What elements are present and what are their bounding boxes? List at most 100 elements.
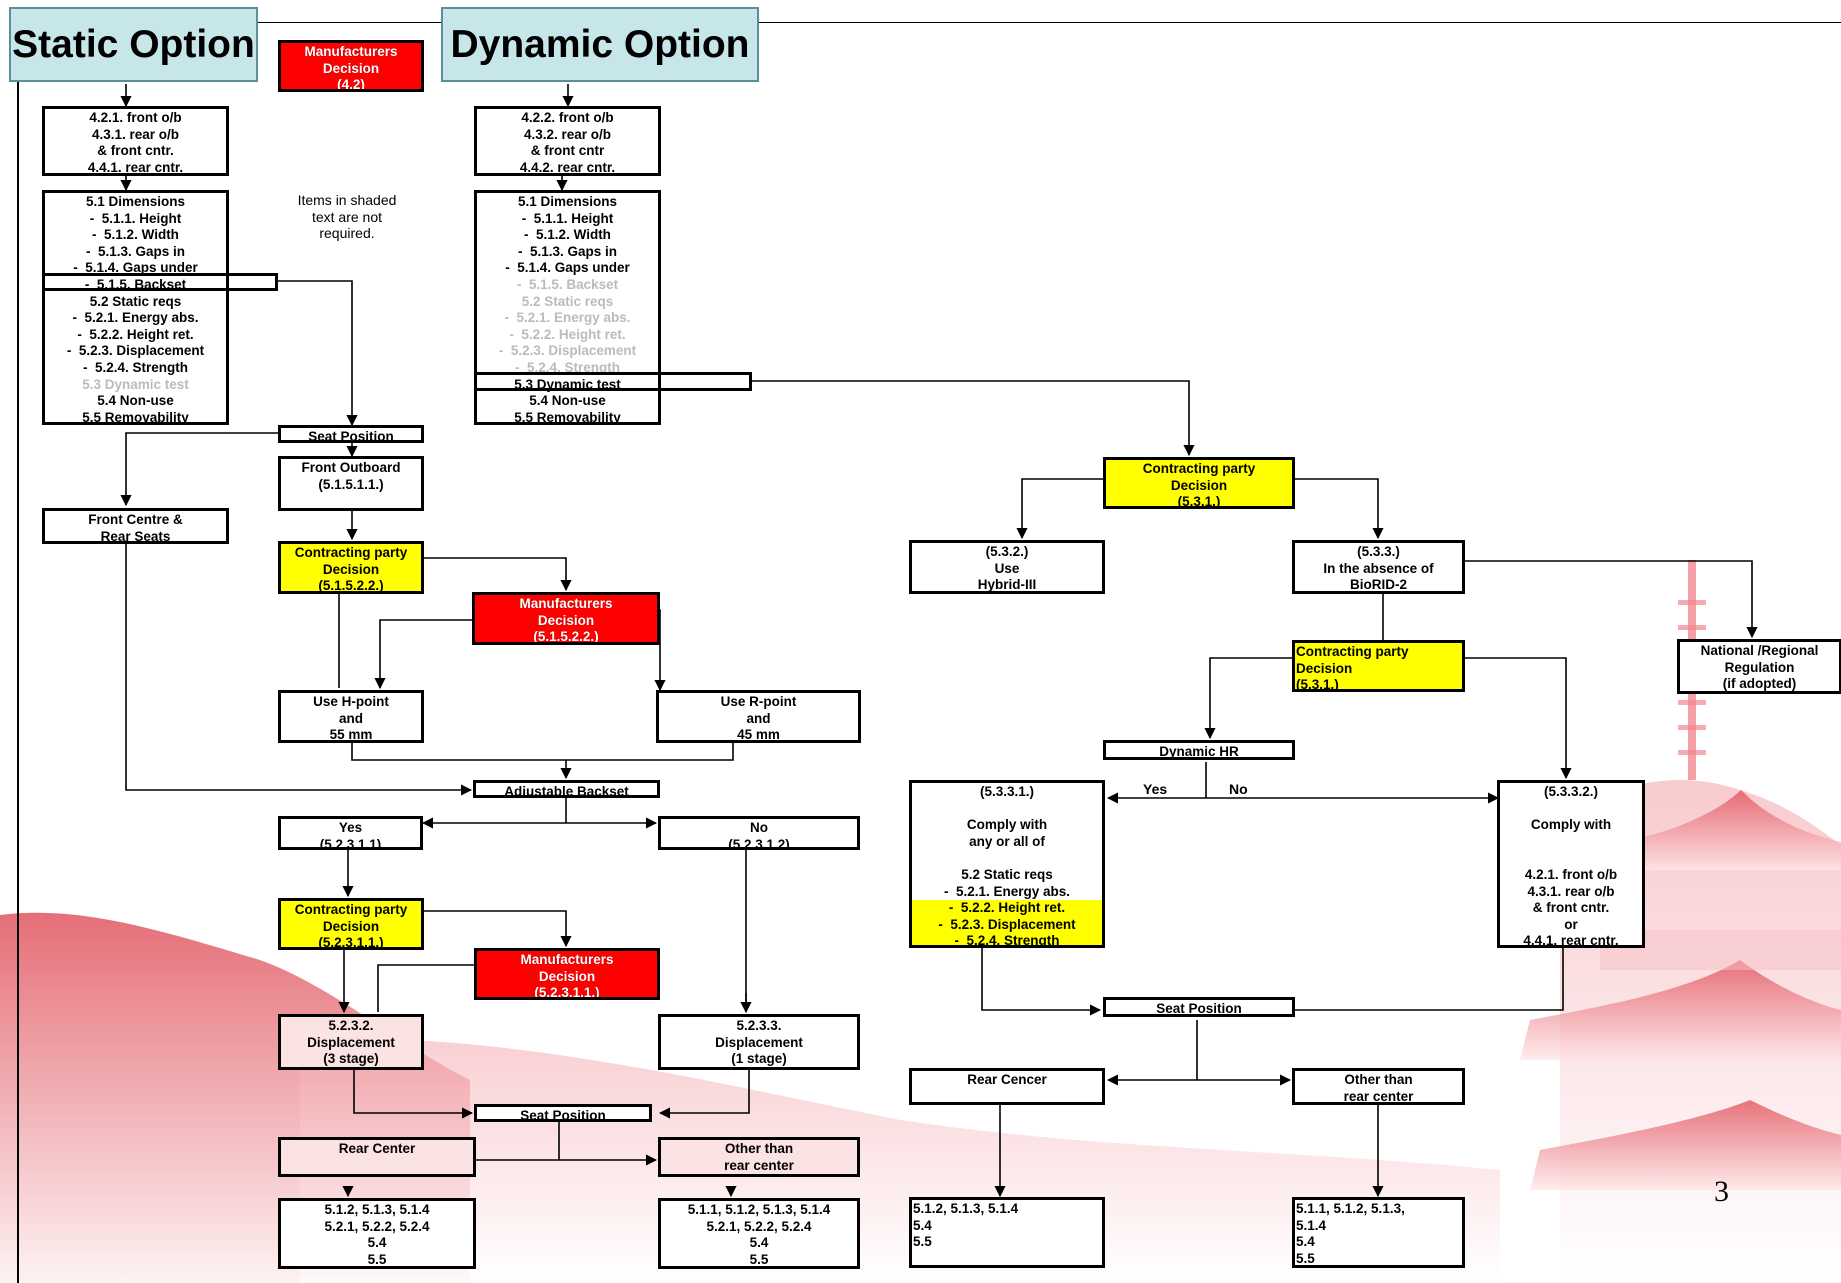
box-text-line: Use H-point — [313, 694, 389, 709]
box-text-line: Other than — [724, 1141, 794, 1156]
box-text-line: (3 stage) — [323, 1051, 379, 1067]
box-text-line: Yes — [338, 820, 363, 835]
box-text-line: Rear Seats — [100, 528, 171, 544]
box-text-line: and — [746, 710, 771, 726]
box-text-line: Rear Cencer — [967, 1072, 1047, 1087]
box-text-line: (1 stage) — [731, 1051, 787, 1067]
box-text-line: Decision — [538, 968, 596, 984]
box-text-line: Seat Position — [308, 429, 394, 443]
displacement-1-stage-box[interactable]: 5.2.3.3.Displacement(1 stage) — [658, 1014, 860, 1070]
box-text-line: and — [338, 710, 363, 726]
box-text-line: Front Outboard — [301, 460, 401, 475]
box-text-line: 5.1.2, 5.1.3, 5.1.4 — [324, 1202, 430, 1217]
box-text-line: 4.3.1. rear o/b — [91, 126, 180, 142]
box-text-line: Decision — [322, 918, 380, 934]
seat-position-box-static[interactable]: Seat Position — [278, 425, 424, 443]
dynamic-option-title-text: Dynamic Option — [450, 22, 750, 66]
box-text-line — [1500, 801, 1642, 818]
no-52312-box[interactable]: No(5.2.3.1.2) — [658, 816, 860, 850]
requirement-item: - 5.1.2. Width — [524, 227, 611, 243]
box-text-line: Hybrid-III — [977, 577, 1037, 593]
requirement-item: - 5.1.4. Gaps under — [73, 260, 198, 276]
box-text-line: (5.2.3.1.1.) — [318, 935, 384, 950]
box-text-line: 5.4 — [749, 1235, 769, 1251]
box-text-line: Contracting party — [294, 545, 408, 560]
box-text-line: (5.1.5.2.2.) — [318, 578, 384, 594]
static-requirements-list[interactable]: 5.1 Dimensions- 5.1.1. Height- 5.1.2. Wi… — [42, 190, 229, 425]
not-required-item: 5.3 Dynamic test — [82, 376, 189, 392]
seat-position-box-static-2[interactable]: Seat Position — [474, 1104, 652, 1122]
box-text-line: & front cntr. — [97, 143, 174, 159]
requirement-item — [912, 850, 1102, 867]
requirement-item: (5.3.3.1.) — [979, 784, 1035, 799]
rear-cencer-box[interactable]: Rear Cencer — [909, 1068, 1105, 1105]
dynamic-hr-no-label: No — [1229, 781, 1248, 797]
box-text-line: Regulation — [1724, 659, 1795, 675]
adjustable-backset-box[interactable]: Adjustable Backset — [473, 780, 660, 798]
box-text-line: Decision — [322, 561, 380, 577]
box-text-line: 4.4.2. rear cntr. — [519, 159, 616, 175]
not-required-item: - 5.2.2. Height ret. — [509, 326, 626, 342]
box-text-line: 5.1.1, 5.1.2, 5.1.3, — [1296, 1201, 1405, 1216]
yes-52311-box[interactable]: Yes(5.2.3.1.1) — [278, 816, 423, 850]
box-text-line: 45 mm — [737, 727, 780, 743]
box-text-line: or — [1564, 916, 1578, 932]
seat-position-box-dynamic[interactable]: Seat Position — [1103, 997, 1295, 1017]
box-text-line: (5.3.3.) — [1357, 544, 1400, 559]
requirement-item: - 5.1.1. Height — [89, 210, 182, 226]
requirement-item: 5.1 Dimensions — [85, 194, 186, 209]
box-text-line: 4.3.1. rear o/b — [1527, 883, 1615, 899]
box-text-line: 4.2.2. front o/b — [521, 110, 614, 125]
box-text-line: National /Regional — [1700, 643, 1819, 658]
box-text-line: (5.3.3.2.) — [1543, 784, 1599, 799]
rear-center-box-static[interactable]: Rear Center — [278, 1137, 476, 1177]
requirement-item: - 5.1.4. Gaps under — [505, 260, 630, 276]
requirement-item: 5.2 Static reqs — [961, 866, 1053, 882]
displacement-3-stage-box[interactable]: 5.2.3.2.Displacement(3 stage) — [278, 1014, 424, 1070]
dynamic-hr-box[interactable]: Dynamic HR — [1103, 740, 1295, 760]
requirement-item: 5.3 Dynamic test — [514, 376, 621, 392]
front-centre-rear-seats-box[interactable]: Front Centre &Rear Seats — [42, 508, 229, 544]
box-text-line: Decision — [1296, 660, 1353, 676]
requirement-item: - 5.2.2. Height ret. — [912, 900, 1102, 917]
page-number: 3 — [1714, 1175, 1729, 1208]
dynamic-requirements-list[interactable]: 5.1 Dimensions- 5.1.1. Height- 5.1.2. Wi… — [474, 190, 661, 425]
box-text-line: 5.4 — [367, 1235, 387, 1251]
box-text-line: 4.4.1. rear cntr. — [1523, 933, 1619, 948]
box-text-line: 4.4.1. rear cntr. — [87, 159, 184, 175]
static-option-title-text: Static Option — [12, 22, 255, 66]
shaded-items-note: Items in shaded text are not required. — [282, 192, 412, 242]
box-text-line: Contracting party — [294, 902, 408, 917]
not-required-item: - 5.1.5. Backset — [516, 276, 619, 292]
requirement-item: - 5.1.2. Width — [92, 227, 179, 243]
not-required-item: 5.2 Static reqs — [521, 293, 614, 309]
box-text-line: Seat Position — [1156, 1001, 1242, 1016]
box-text-line: No — [750, 820, 768, 835]
box-text-line: (5.2.3.1.1) — [319, 836, 382, 850]
front-outboard-box[interactable]: Front Outboard(5.1.5.1.1.) — [278, 456, 424, 511]
box-text-line: Contracting party — [1142, 461, 1256, 476]
box-text-line: Use R-point — [720, 694, 797, 709]
